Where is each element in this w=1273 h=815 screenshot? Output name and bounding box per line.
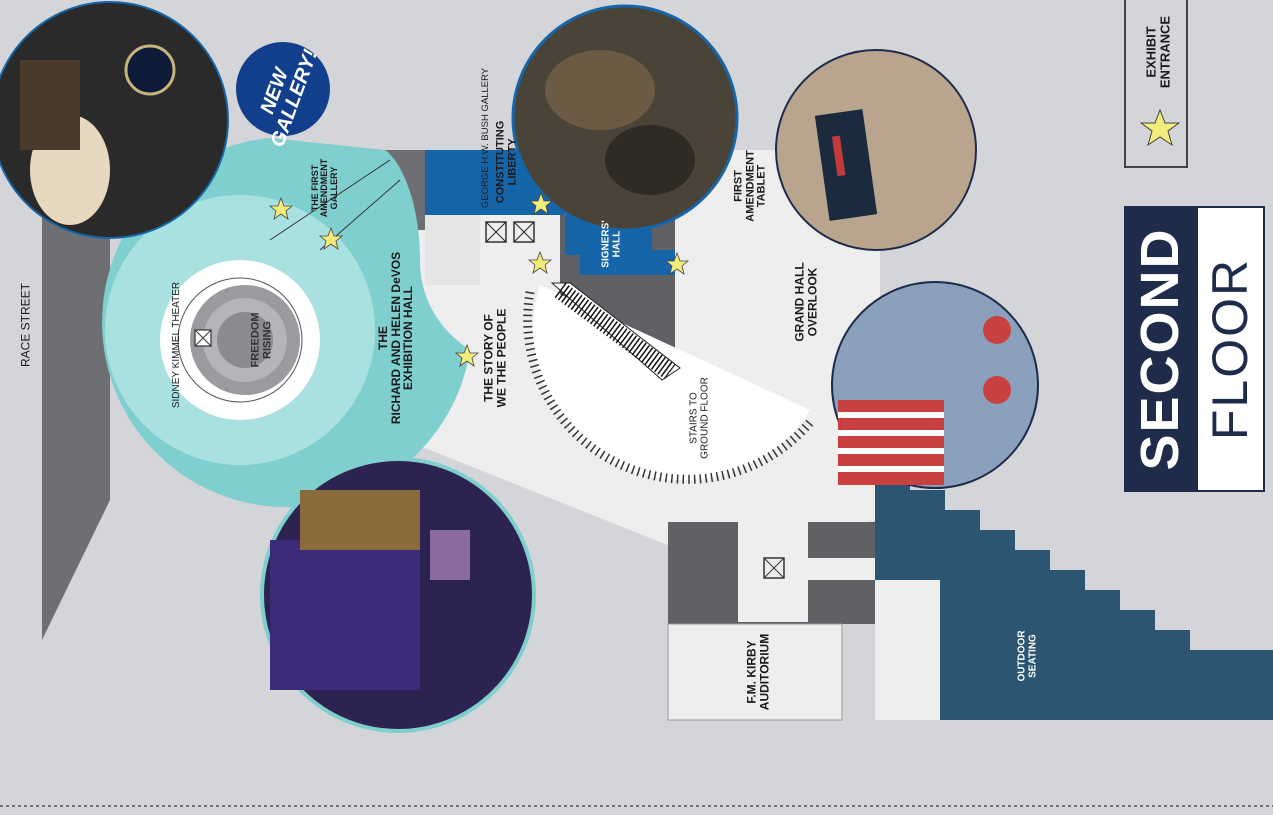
floor-title-light-panel — [1196, 206, 1265, 492]
star-icon — [527, 250, 553, 274]
floor-title: SECOND FLOOR — [1124, 206, 1265, 492]
star-icon — [664, 251, 690, 275]
star-icon — [454, 343, 480, 367]
kirby-elevator — [763, 557, 785, 579]
restroom-lower — [875, 580, 940, 720]
star-icon — [318, 226, 344, 250]
floor-word-second: SECOND — [1130, 227, 1190, 471]
stairs-ticks — [523, 291, 816, 484]
floor-word-floor: FLOOR — [1202, 257, 1258, 441]
lobby-light — [738, 522, 808, 622]
star-icon — [528, 191, 554, 215]
outdoor-seating — [875, 470, 1273, 720]
signers-hall-label: SIGNERS'HALL — [600, 220, 623, 268]
elevator-2 — [513, 221, 535, 243]
west-wing-shadow — [42, 150, 110, 640]
stair-flight — [550, 282, 681, 381]
floor-title-dark-panel — [1124, 206, 1196, 492]
elevator-1 — [485, 221, 507, 243]
exhibit-entrance-stars — [268, 191, 690, 367]
bush-gallery-label: GEORGE H.W. BUSH GALLERY — [480, 67, 492, 209]
photo-tablet — [775, 49, 977, 251]
stair-treads — [554, 282, 676, 380]
stairs-landing — [533, 285, 810, 481]
signers-hall-room — [565, 215, 675, 275]
gallery-divider — [269, 159, 391, 241]
star-icon — [268, 196, 294, 220]
theater-ring-label: SIDNEY KIMMEL THEATER — [170, 281, 182, 409]
restroom-block — [425, 215, 480, 285]
kirby-auditorium — [667, 623, 843, 721]
new-gallery-badge — [236, 42, 330, 136]
star-icon — [1140, 108, 1180, 147]
race-street-label: RACE STREET — [18, 282, 33, 368]
